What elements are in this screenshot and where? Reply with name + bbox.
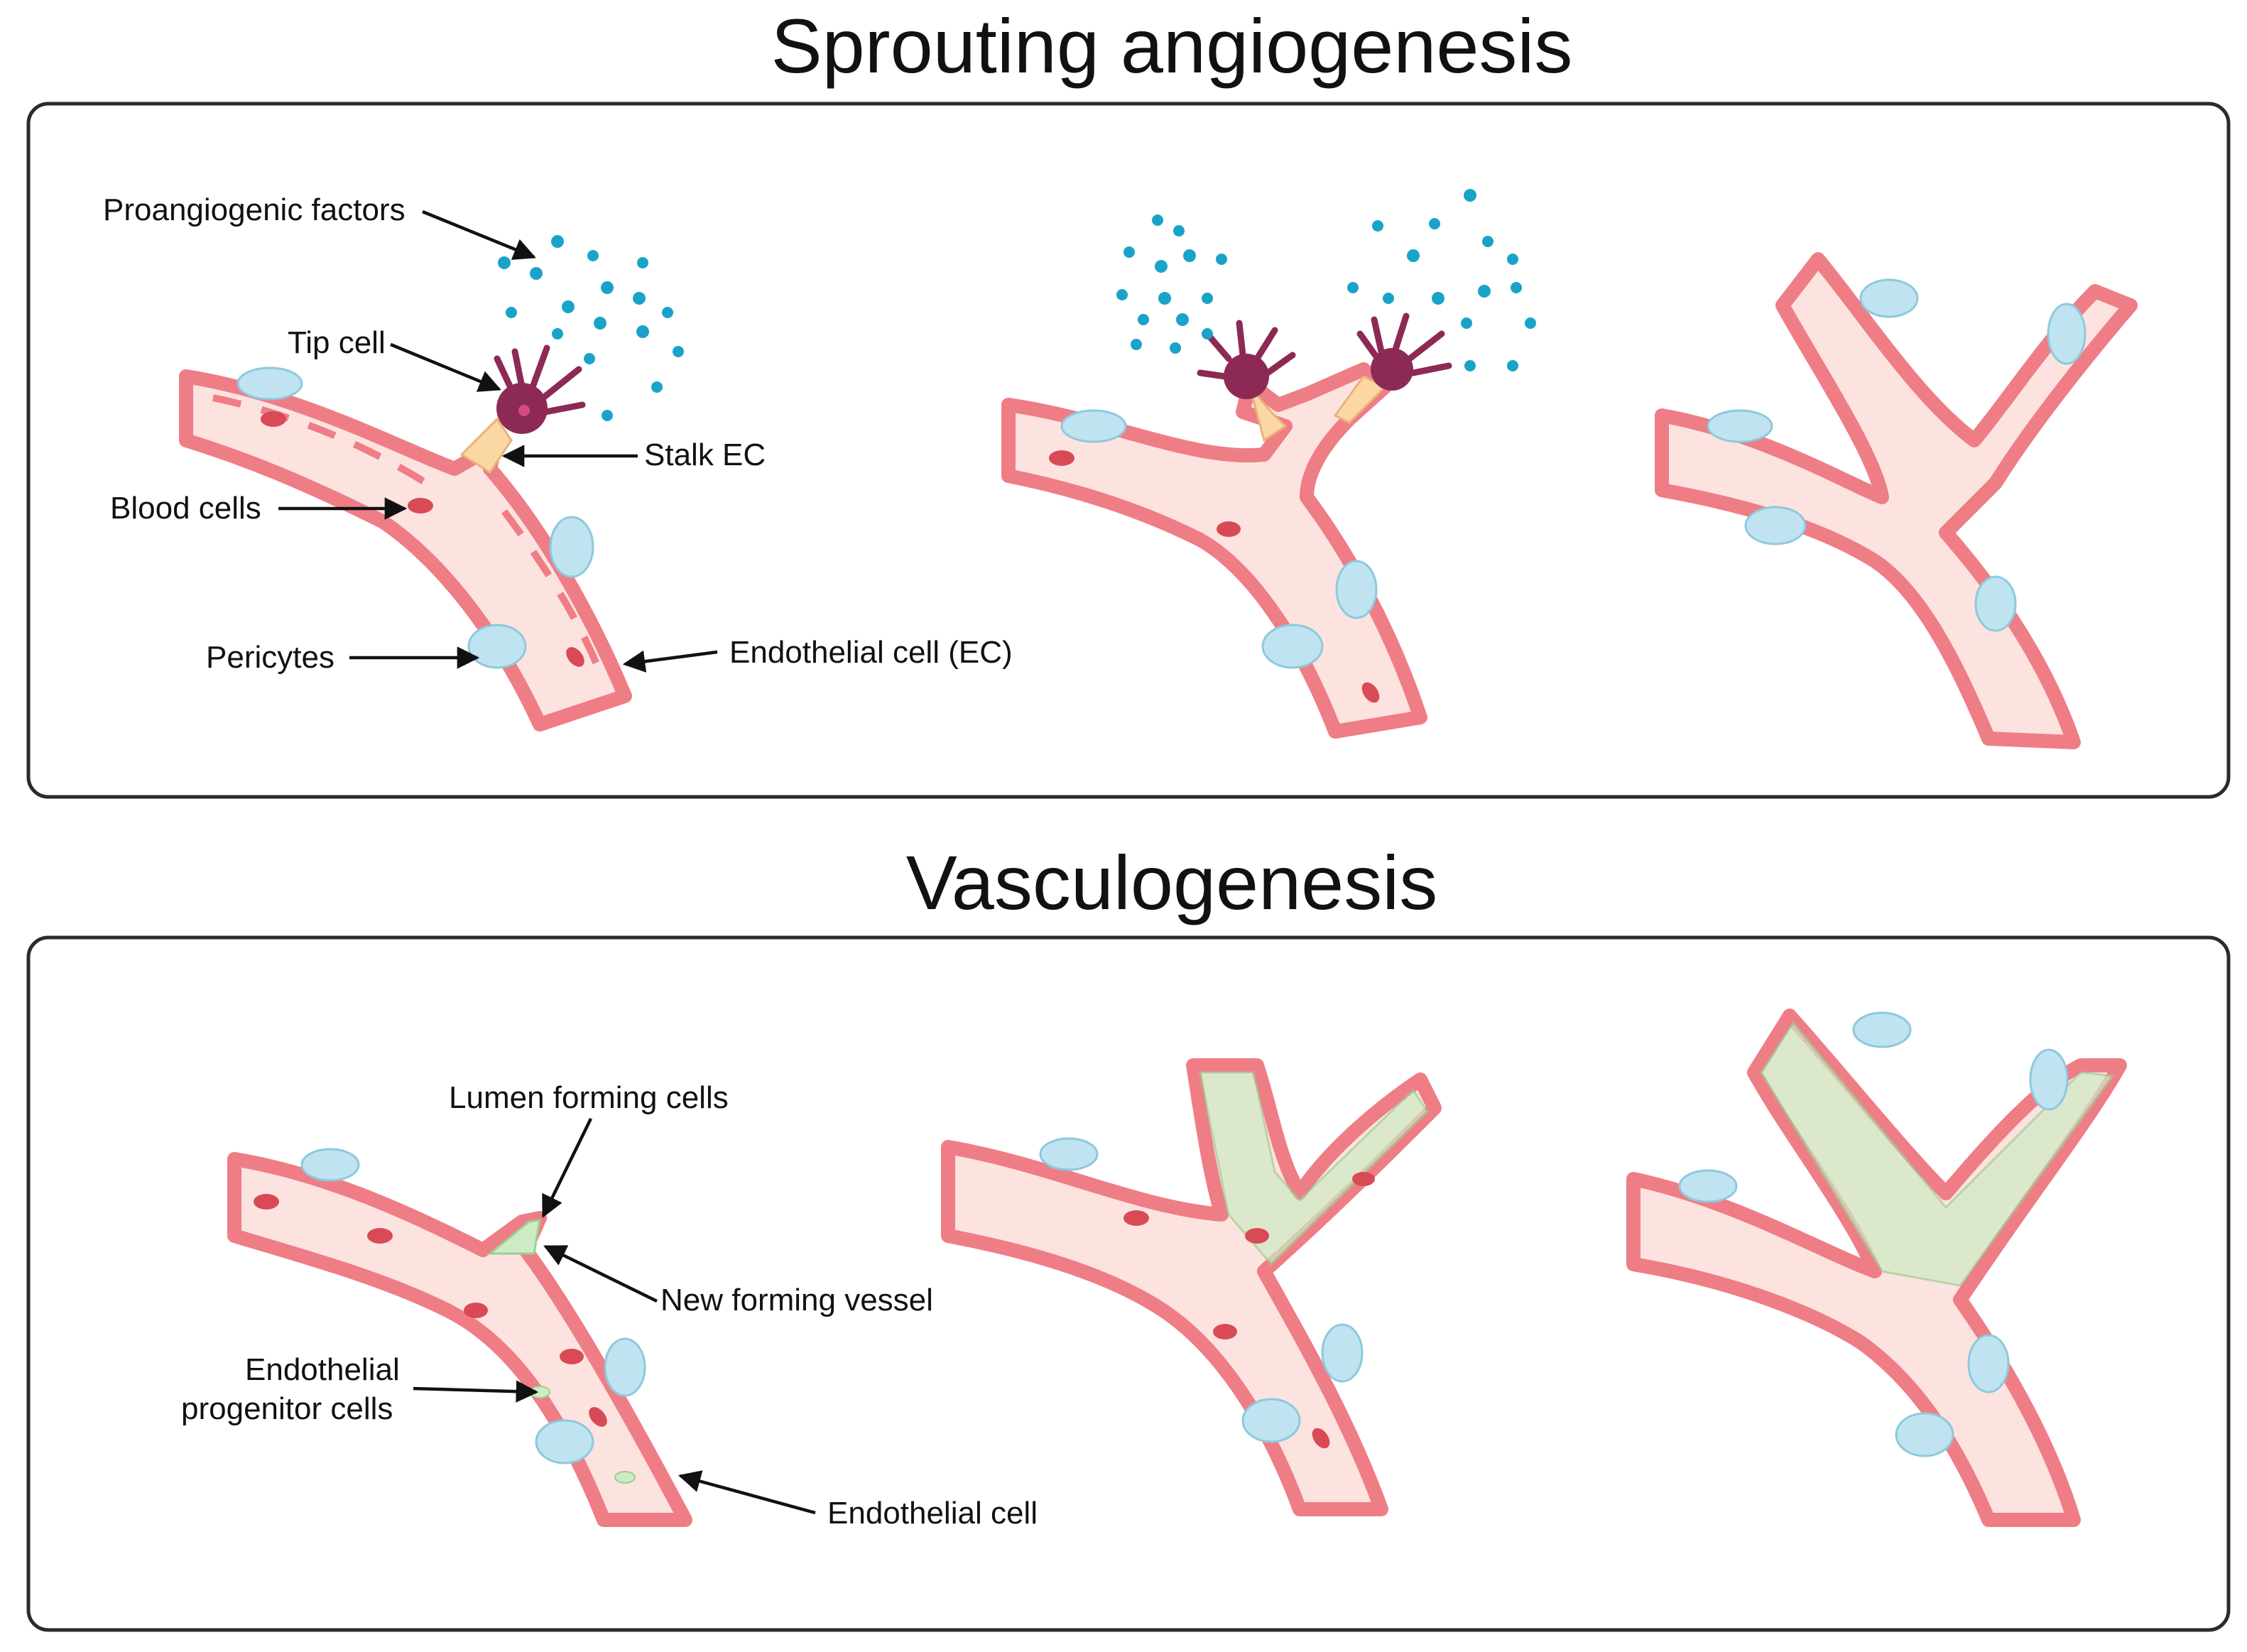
- vessel-bottom-stage-3: [1626, 1009, 2127, 1527]
- section-title-sprouting: Sprouting angiogenesis: [771, 3, 1573, 89]
- label-new-forming-vessel: New forming vessel: [660, 1283, 933, 1317]
- vessel-bottom-stage-2: [941, 1058, 1442, 1516]
- arrow-tip-cell: [390, 342, 501, 392]
- label-stalk-ec: Stalk EC: [644, 438, 766, 472]
- proangiogenic-factor-dots-2: [1116, 189, 1536, 371]
- tip-cell: [494, 344, 586, 434]
- vessel-stage-1: [179, 235, 684, 732]
- label-endothelial-progenitor-line1: Endothelial: [245, 1352, 400, 1387]
- label-endothelial-progenitor-line2: progenitor cells: [181, 1391, 393, 1426]
- proangiogenic-factor-dots: [498, 235, 684, 421]
- label-endothelial-cell-ec: Endothelial cell (EC): [729, 635, 1013, 670]
- vessel-bottom-stage-1: [227, 1148, 692, 1527]
- vessel-stage-3: [1655, 252, 2138, 749]
- section-title-vasculogenesis: Vasculogenesis: [906, 839, 1437, 925]
- tip-cell-left: [1197, 320, 1296, 399]
- arrow-endothelial-cell: [678, 1470, 816, 1515]
- label-blood-cells: Blood cells: [110, 491, 261, 526]
- label-proangiogenic-factors: Proangiogenic factors: [103, 192, 406, 227]
- label-pericytes: Pericytes: [206, 640, 334, 675]
- label-tip-cell: Tip cell: [288, 325, 386, 360]
- arrow-lumen-forming-cells: [541, 1118, 593, 1218]
- arrow-endothelial-progenitor-cells: [413, 1380, 539, 1403]
- vessel-stage-2: [1001, 189, 1536, 739]
- arrow-proangiogenic-factors: [422, 210, 536, 260]
- tip-cell-right: [1356, 313, 1452, 391]
- arrow-endothelial-cell-ec: [622, 650, 718, 673]
- arrow-new-forming-vessel: [543, 1244, 658, 1303]
- label-lumen-forming-cells: Lumen forming cells: [449, 1080, 729, 1115]
- label-endothelial-cell: Endothelial cell: [827, 1496, 1038, 1531]
